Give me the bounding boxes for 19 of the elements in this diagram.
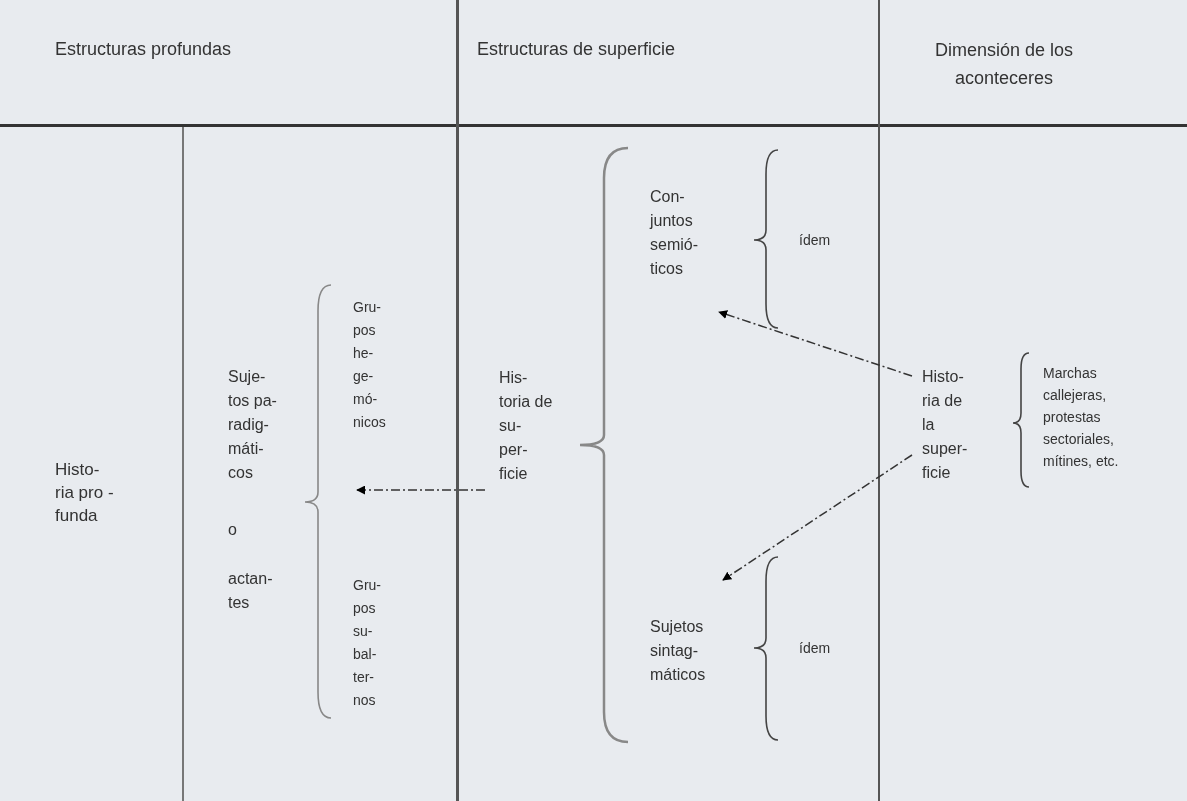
node-text: o [228,520,238,540]
arrow [722,454,913,581]
column-header: Dimensión de los aconteceres [933,39,1075,90]
group-label: Gru- pos he- ge- mó- nicos [353,298,387,432]
node-text: actan- tes [228,569,274,613]
column-header: Estructuras profundas [55,38,233,61]
node-text: His- toria de su- per- ficie [499,368,553,484]
arrow [718,310,913,377]
idem-label: ídem [799,231,832,250]
examples-text: Marchas callejeras, protestas sectoriales, mítines, etc. [1043,364,1120,471]
node-text: Suje- tos pa- radig- máti- cos [228,367,278,483]
group-label: Gru- pos su- bal- ter- nos [353,576,382,710]
idem-label: ídem [799,639,832,658]
arrow [356,485,486,495]
row-label: Histo- ria pro - funda [55,459,115,527]
node-text: Sujetos sintag- máticos [650,617,707,685]
node-text: Con- juntos semió- ticos [650,187,699,279]
column-header: Estructuras de superficie [477,38,677,61]
node-text: Histo- ria de la super- ficie [922,367,969,483]
